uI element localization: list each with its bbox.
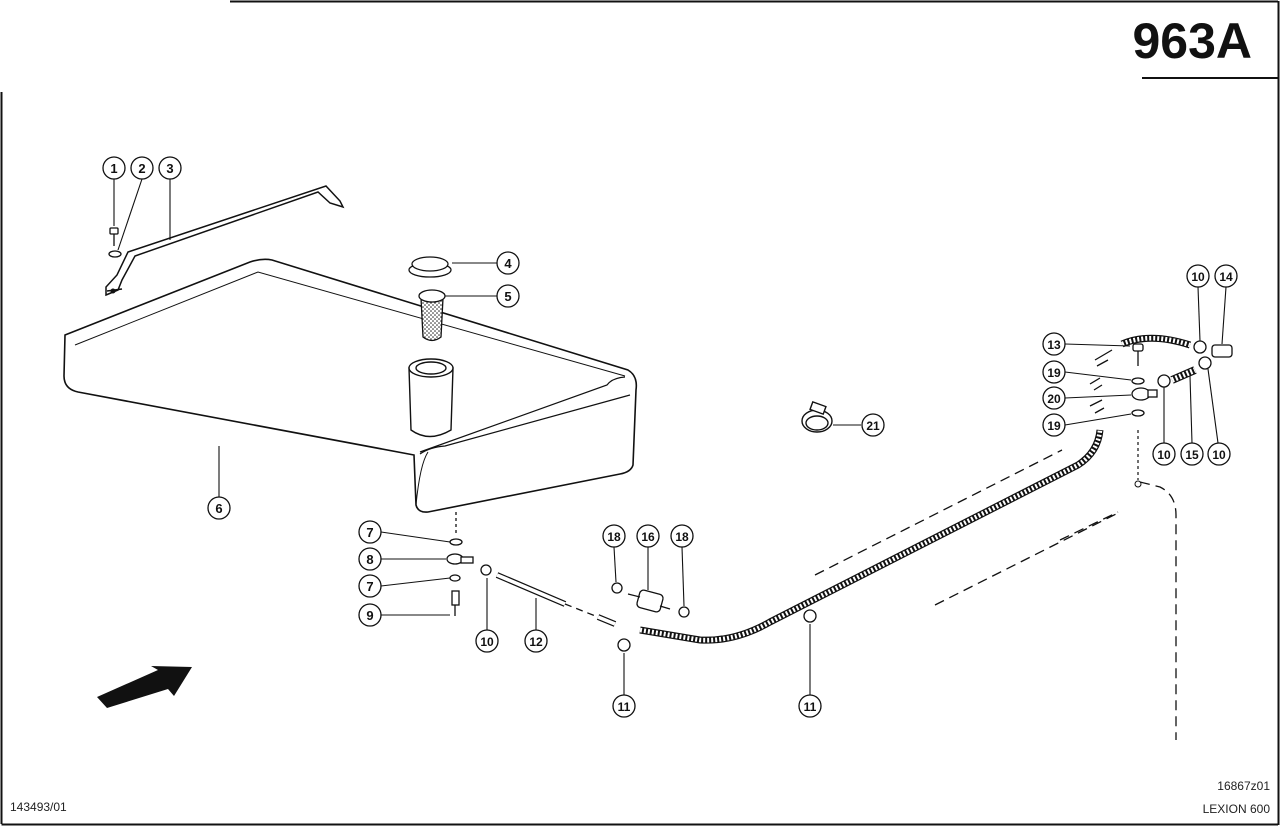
callout-3[interactable]: 3 — [158, 156, 182, 180]
callout-2[interactable]: 2 — [130, 156, 154, 180]
callout-label: 19 — [1047, 366, 1061, 380]
callout-18-left[interactable]: 18 — [602, 524, 626, 548]
filler-neck — [408, 358, 454, 438]
drawing-reference: 16867z01 — [1217, 779, 1270, 793]
callout-label: 20 — [1047, 392, 1061, 406]
callout-5[interactable]: 5 — [496, 284, 520, 308]
model-name: LEXION 600 — [1202, 802, 1270, 816]
callout-label: 1 — [110, 161, 117, 176]
callout-10-top[interactable]: 10 — [1186, 264, 1210, 288]
callout-label: 13 — [1047, 338, 1061, 352]
filler-cap — [408, 256, 452, 278]
callout-18-right[interactable]: 18 — [670, 524, 694, 548]
callout-label: 15 — [1185, 448, 1199, 462]
callout-label: 11 — [804, 700, 817, 714]
callout-label: 6 — [215, 501, 222, 516]
bolt — [109, 227, 119, 246]
callout-label: 7 — [366, 525, 373, 540]
callout-label: 10 — [1157, 448, 1171, 462]
callout-label: 8 — [366, 552, 373, 567]
callout-label: 19 — [1047, 419, 1061, 433]
washer — [108, 250, 122, 258]
callout-12[interactable]: 12 — [524, 629, 548, 653]
callout-label: 21 — [866, 419, 880, 433]
callout-label: 11 — [618, 700, 631, 714]
callout-19-upper[interactable]: 19 — [1042, 360, 1066, 384]
callout-14[interactable]: 14 — [1214, 264, 1238, 288]
callout-1[interactable]: 1 — [102, 156, 126, 180]
callout-label: 3 — [166, 161, 173, 176]
callout-label: 14 — [1219, 270, 1233, 284]
callout-10-left[interactable]: 10 — [475, 629, 499, 653]
callout-20[interactable]: 20 — [1042, 386, 1066, 410]
callout-label: 7 — [366, 579, 373, 594]
callout-7-upper[interactable]: 7 — [358, 520, 382, 544]
callout-label: 10 — [1191, 270, 1205, 284]
callout-label: 12 — [529, 635, 543, 649]
callout-4[interactable]: 4 — [496, 251, 520, 275]
page-number: 963A — [1132, 13, 1252, 69]
tank-strap — [105, 185, 345, 297]
callout-13[interactable]: 13 — [1042, 332, 1066, 356]
leader-lines — [113, 178, 1227, 695]
fuel-tank — [63, 258, 638, 513]
callout-11-right[interactable]: 11 — [798, 694, 822, 718]
callout-6[interactable]: 6 — [207, 496, 231, 520]
connector-fittings — [1089, 334, 1233, 417]
callout-10-bottom-right[interactable]: 10 — [1207, 442, 1231, 466]
callout-label: 5 — [504, 289, 511, 304]
callout-label: 10 — [1212, 448, 1226, 462]
callout-label: 16 — [641, 530, 655, 544]
document-code: 143493/01 — [10, 800, 67, 814]
callout-label: 10 — [480, 635, 494, 649]
callout-label: 18 — [607, 530, 621, 544]
strainer — [418, 289, 446, 342]
callout-label: 9 — [366, 608, 373, 623]
spring-clamp — [801, 400, 833, 433]
drain-fitting-stack — [446, 512, 492, 616]
callout-16[interactable]: 16 — [636, 524, 660, 548]
inline-filter — [611, 582, 690, 618]
callout-9[interactable]: 9 — [358, 603, 382, 627]
callout-21[interactable]: 21 — [861, 413, 885, 437]
direction-arrow — [97, 666, 192, 708]
callout-15[interactable]: 15 — [1180, 442, 1204, 466]
callout-7-lower[interactable]: 7 — [358, 574, 382, 598]
callout-19-lower[interactable]: 19 — [1042, 413, 1066, 437]
callout-label: 2 — [138, 161, 145, 176]
callout-label: 4 — [504, 256, 512, 271]
callout-11-left[interactable]: 11 — [612, 694, 636, 718]
callout-10-bottom-left[interactable]: 10 — [1152, 442, 1176, 466]
hose-clamp — [617, 609, 817, 652]
fuel-hose — [495, 429, 1177, 740]
callouts: 1 2 3 4 5 6 7 8 7 9 10 12 11 18 16 18 11… — [102, 156, 1238, 718]
callout-8[interactable]: 8 — [358, 547, 382, 571]
callout-label: 18 — [675, 530, 689, 544]
